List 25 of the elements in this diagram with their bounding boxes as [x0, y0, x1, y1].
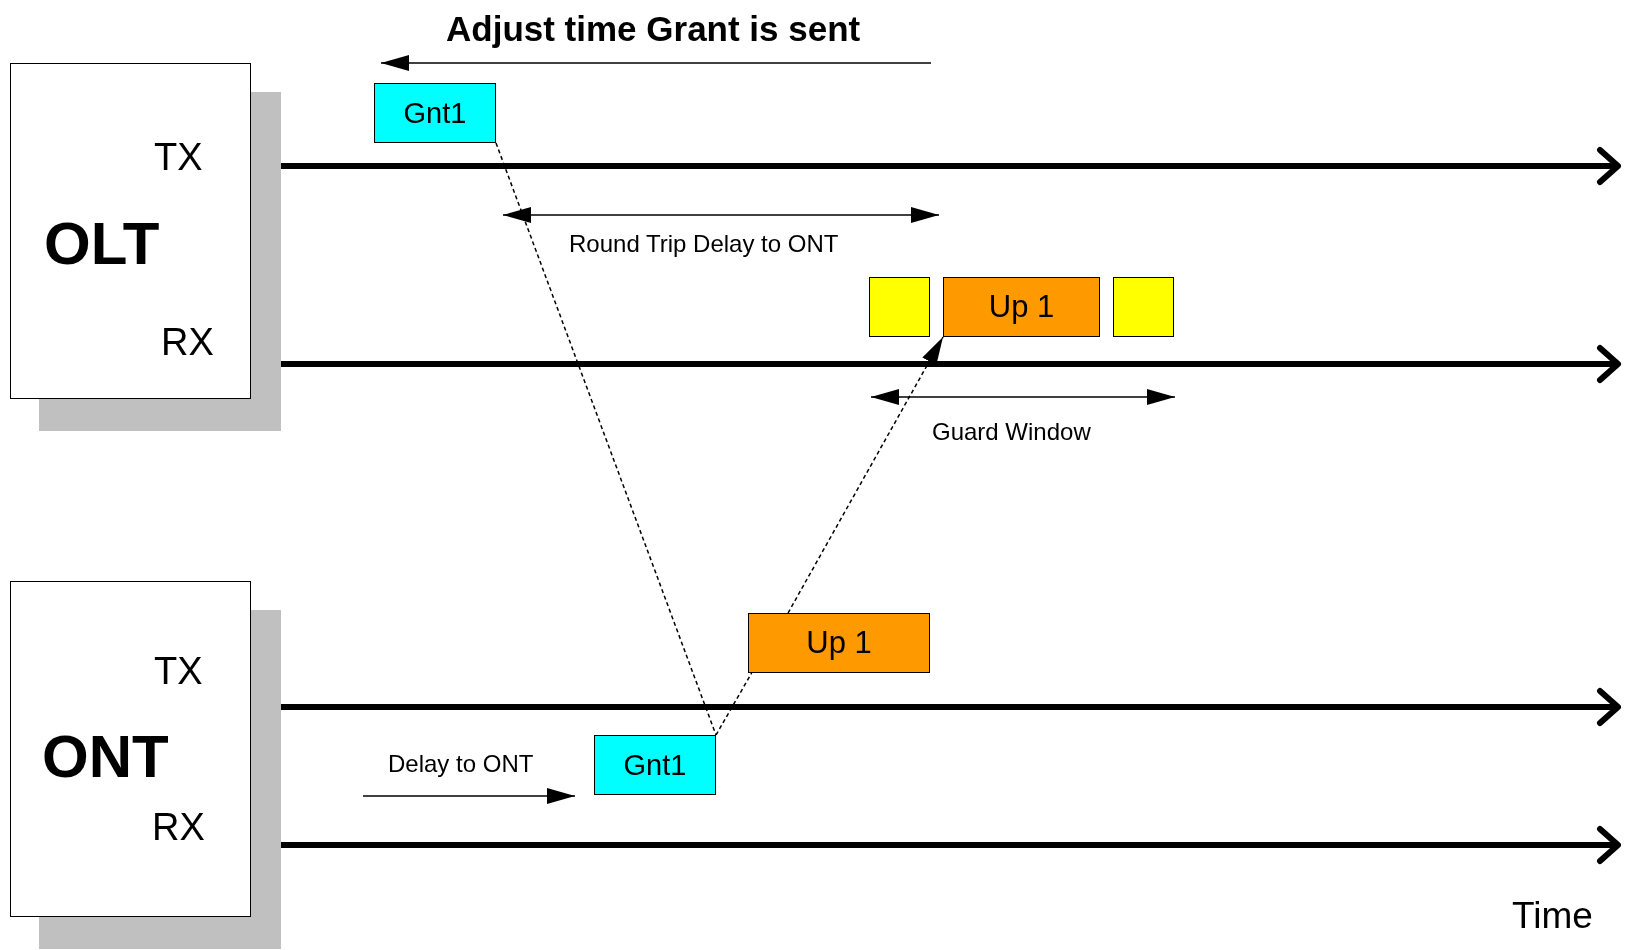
port-label: TX — [154, 138, 203, 176]
timeline-arrow — [281, 688, 1621, 726]
dashed-arrow — [787, 336, 944, 614]
device-label: ONT — [42, 727, 169, 787]
dimension-label: Round Trip Delay to ONT — [569, 232, 839, 256]
guard-box — [1113, 277, 1174, 337]
device-box — [10, 581, 281, 949]
dimension-label: Guard Window — [932, 420, 1091, 444]
timeline-arrow — [281, 345, 1621, 383]
arrow-label: Delay to ONT — [388, 752, 534, 776]
grant-box: Gnt1 — [594, 735, 716, 795]
port-label: TX — [154, 652, 203, 690]
upstream-burst-box: Up 1 — [943, 277, 1100, 337]
upstream-burst-box: Up 1 — [748, 613, 930, 673]
device-label: OLT — [44, 214, 160, 274]
port-label: RX — [161, 323, 214, 361]
timeline-arrow — [281, 147, 1621, 185]
heading-label: Adjust time Grant is sent — [446, 10, 861, 46]
axis-label: Time — [1512, 896, 1593, 934]
port-label: RX — [152, 808, 205, 846]
device-box — [10, 63, 281, 431]
grant-box: Gnt1 — [374, 83, 496, 143]
dashed-line — [715, 672, 753, 736]
guard-box — [869, 277, 930, 337]
timeline-arrow — [281, 826, 1621, 864]
